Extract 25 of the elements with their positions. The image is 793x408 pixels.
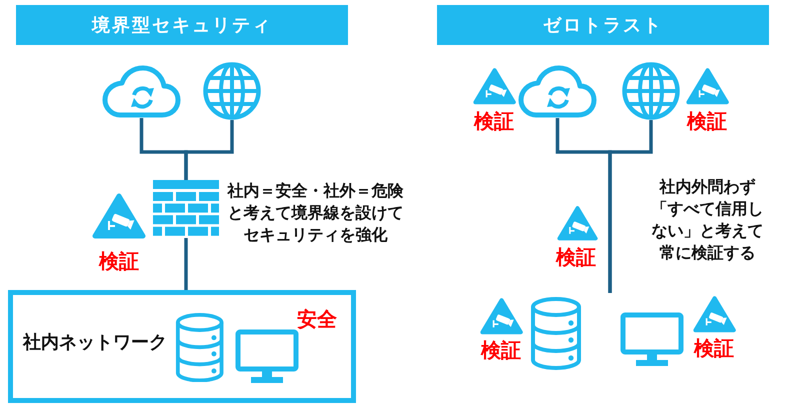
status-label: 安全 <box>297 307 337 331</box>
verify-label: 検証 <box>694 336 734 360</box>
verify-label: 検証 <box>556 245 596 269</box>
connector-line <box>608 120 653 293</box>
note-text: 社内＝安全・社外＝危険と考えて境界線を設けてセキュリティを強化 <box>226 180 405 246</box>
zone-title: 社内ネットワーク <box>23 331 167 355</box>
monitor-icon <box>620 312 684 366</box>
monitor-icon <box>235 329 299 383</box>
verify-label: 検証 <box>481 338 521 362</box>
section-header: 境界型セキュリティ <box>16 5 348 45</box>
globe-icon <box>203 62 261 120</box>
database-icon <box>175 313 224 382</box>
verify-label: 検証 <box>474 109 514 133</box>
connector-line <box>184 238 188 290</box>
cloud-sync-icon <box>102 64 181 118</box>
database-icon <box>530 297 582 370</box>
verify-label: 検証 <box>687 109 727 133</box>
cloud-sync-icon <box>518 64 597 118</box>
zone-frame <box>8 290 356 403</box>
section-header: ゼロトラスト <box>437 5 769 45</box>
globe-icon <box>622 62 680 120</box>
connector-line <box>184 120 234 180</box>
brick-wall-icon <box>153 180 219 238</box>
note-text: 社内外問わず「すべて信用しない」と考えて常に検証する <box>650 176 765 264</box>
verify-label: 検証 <box>99 249 139 273</box>
